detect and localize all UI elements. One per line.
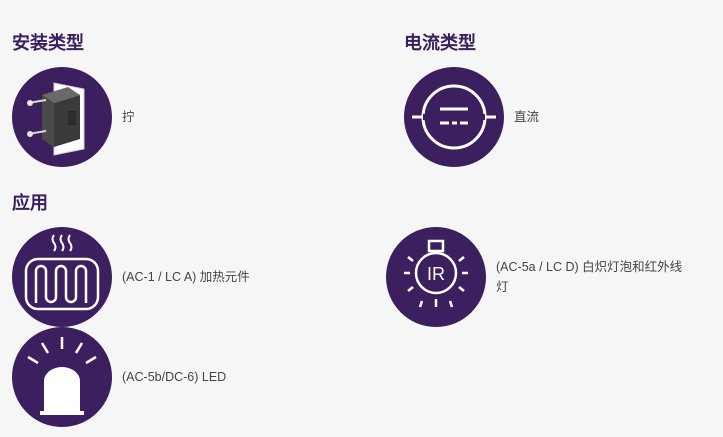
current-type-heading: 电流类型: [404, 33, 476, 53]
application-item-heating: (AC-1 / LC A) 加热元件: [12, 227, 250, 327]
application-item-infrared: IR (AC-5a / LC D) 白炽灯泡和红外线灯: [386, 227, 696, 327]
application-item-led-label: (AC-5b/DC-6) LED: [122, 370, 227, 384]
ir-text: IR: [427, 264, 445, 284]
mounting-type-feature: 拧: [12, 67, 135, 167]
current-type-value: 直流: [514, 110, 540, 124]
infrared-bulb-icon: IR: [386, 227, 486, 327]
mounting-type-heading: 安装类型: [12, 33, 84, 53]
application-item-led: (AC-5b/DC-6) LED: [12, 327, 226, 427]
application-item-heating-label: (AC-1 / LC A) 加热元件: [122, 270, 250, 284]
application-heading: 应用: [12, 193, 48, 213]
heating-element-icon: [12, 227, 112, 327]
mounting-type-value: 拧: [122, 110, 135, 124]
screw-mount-relay-icon: [12, 67, 112, 167]
led-light-icon: [12, 327, 112, 427]
current-type-feature: 直流: [404, 67, 539, 167]
direct-current-icon: [404, 67, 504, 167]
application-item-infrared-label: (AC-5a / LC D) 白炽灯泡和红外线灯: [496, 260, 683, 294]
